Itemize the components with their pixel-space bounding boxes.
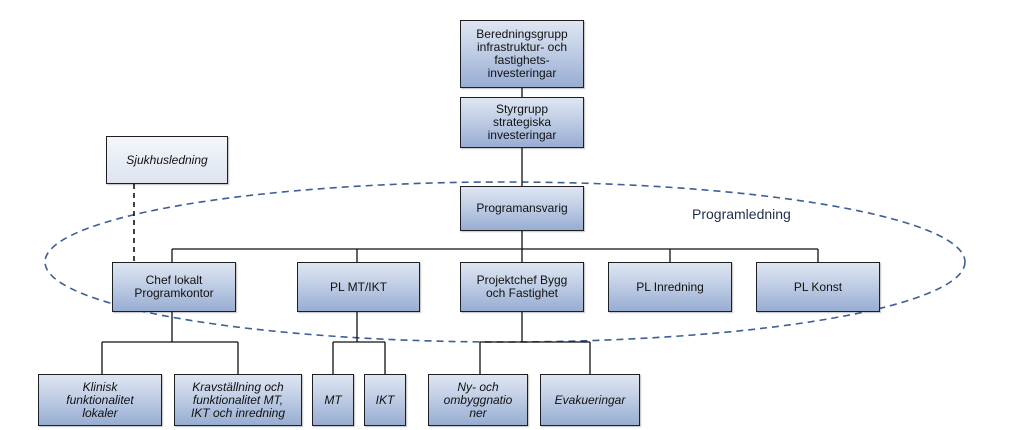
- node-kravstallning: Kravställning och funktionalitet MT, IKT…: [174, 374, 302, 426]
- node-ikt-label: IKT: [375, 392, 395, 407]
- programledning-ellipse: [44, 181, 966, 343]
- node-styrgrupp: Styrgrupp strategiska investeringar: [460, 97, 584, 148]
- node-chef-lokalt-label: Chef lokalt Programkontor: [134, 273, 214, 300]
- node-kravstallning-label: Kravställning och funktionalitet MT, IKT…: [190, 379, 286, 420]
- node-programansvarig: Programansvarig: [460, 186, 584, 231]
- node-chef-lokalt: Chef lokalt Programkontor: [112, 262, 236, 312]
- node-ny-och-ombyggnation-label: Ny- och ombyggnatio ner: [443, 379, 513, 420]
- node-projektchef: Projektchef Bygg och Fastighet: [460, 262, 584, 312]
- programledning-label: Programledning: [692, 206, 791, 222]
- node-evakueringar-label: Evakueringar: [554, 392, 626, 407]
- node-klinisk-label: Klinisk funktionalitet lokaler: [66, 379, 134, 420]
- node-mt: MT: [312, 374, 354, 426]
- node-programansvarig-label: Programansvarig: [476, 201, 568, 215]
- node-pl-mt-ikt-label: PL MT/IKT: [330, 279, 387, 294]
- node-klinisk: Klinisk funktionalitet lokaler: [38, 374, 162, 426]
- node-pl-konst-label: PL Konst: [793, 279, 843, 294]
- node-beredningsgrupp: Beredningsgrupp infrastruktur- och fasti…: [460, 20, 584, 88]
- node-evakueringar: Evakueringar: [540, 374, 640, 426]
- node-pl-mt-ikt: PL MT/IKT: [297, 262, 420, 312]
- node-ikt: IKT: [364, 374, 406, 426]
- node-ny-och-ombyggnation: Ny- och ombyggnatio ner: [428, 374, 528, 426]
- node-pl-inredning-label: PL Inredning: [636, 279, 704, 294]
- node-mt-label: MT: [324, 392, 342, 407]
- node-projektchef-label: Projektchef Bygg och Fastighet: [476, 273, 568, 300]
- node-styrgrupp-label: Styrgrupp strategiska investeringar: [487, 102, 557, 142]
- node-pl-konst: PL Konst: [756, 262, 880, 312]
- node-beredningsgrupp-label: Beredningsgrupp infrastruktur- och fasti…: [476, 27, 568, 80]
- node-sjukhusledning-label: Sjukhusledning: [126, 152, 208, 167]
- node-sjukhusledning: Sjukhusledning: [106, 136, 228, 184]
- node-pl-inredning: PL Inredning: [608, 262, 732, 312]
